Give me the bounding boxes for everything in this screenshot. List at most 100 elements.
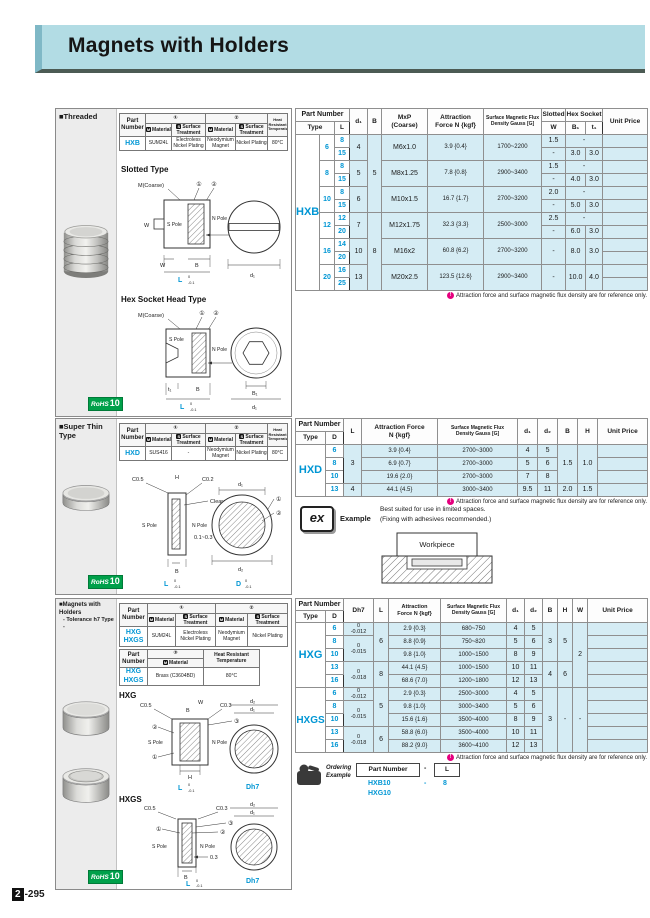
- cell: 13: [349, 264, 369, 291]
- cell: d₁: [506, 598, 526, 623]
- cell: d₂: [537, 418, 559, 445]
- cell: 80°C: [267, 446, 289, 462]
- cell: 2900~3400: [483, 160, 543, 187]
- hxgs-diagram-title: HXGS: [119, 795, 142, 804]
- cell: 2.5: [541, 212, 567, 226]
- cell: 680~750: [440, 621, 508, 637]
- callout-2: ②: [220, 829, 226, 836]
- cell: 14: [333, 238, 351, 252]
- cell: 4: [506, 687, 526, 702]
- hxd-diagram: C0.5 H C0.2 Clearance S Pole N Pole 0.1~…: [132, 475, 282, 589]
- cell: 5: [367, 134, 383, 213]
- cell: Nickel Plating: [235, 446, 269, 462]
- example-icon: ex: [300, 506, 334, 532]
- cell: 6: [557, 661, 574, 689]
- cell: ②: [205, 113, 269, 124]
- cell: t₁: [585, 121, 604, 135]
- cell: ②: [215, 603, 289, 614]
- unit-price-cell: [602, 277, 649, 291]
- cell: 3000~3400: [440, 700, 508, 715]
- part-number-label: HXGS: [295, 687, 326, 754]
- material-icon: M: [163, 659, 169, 665]
- note-text: Attraction force and surface magnetic fl…: [456, 755, 647, 762]
- cell: 5: [537, 444, 559, 458]
- l-tol-0: 0: [174, 579, 176, 583]
- hxgs-photo: [62, 768, 110, 803]
- cell-label: Surface Treatment: [176, 433, 201, 446]
- cell: 19.6 {2.0}: [361, 470, 439, 484]
- t1-dim: t₁: [168, 387, 172, 393]
- cell: 5: [517, 457, 539, 471]
- cell: 13: [324, 661, 345, 676]
- material-icon: M: [146, 436, 152, 442]
- page-title: Magnets with Holders: [68, 34, 290, 57]
- unit-price-cell: [597, 444, 649, 458]
- callout-2: ②: [213, 310, 219, 317]
- d-tol-1: -0.1: [245, 585, 252, 589]
- rohs-number: 10: [109, 576, 120, 586]
- cell: SUM24L: [145, 136, 172, 152]
- cell: 2500~3000: [440, 687, 508, 702]
- cell: D: [324, 610, 345, 623]
- l-tol-1: -0.1: [188, 281, 195, 285]
- cell: 25: [333, 277, 351, 291]
- dim-label: C0.3: [216, 806, 228, 812]
- callout-1: ①: [156, 826, 161, 833]
- w-dim-bottom: W: [160, 263, 166, 269]
- cell: Slotted: [541, 108, 567, 122]
- example-label: Example: [340, 514, 371, 523]
- cell: 10.0: [565, 264, 587, 291]
- d1-dim: d₁: [250, 273, 255, 279]
- l-tol-1: -0.1: [196, 884, 203, 887]
- dh7-dim: Dh7: [246, 878, 259, 885]
- cell: 20: [319, 264, 335, 291]
- ordering-example-dash-1: -: [424, 780, 427, 787]
- cell: Unit Price: [602, 108, 649, 135]
- cell: Part Number: [294, 598, 345, 611]
- cell: -: [572, 687, 589, 754]
- b-dim: B: [175, 569, 179, 575]
- n-pole-label: N Pole: [192, 523, 207, 529]
- cell: Neodymium Magnet: [205, 446, 237, 462]
- surface-icon: S: [239, 434, 245, 439]
- page-number-suffix: -295: [24, 889, 45, 900]
- cell: 2.9 {0.3}: [388, 687, 442, 702]
- callout-1: ①: [152, 754, 157, 761]
- cell: W: [572, 598, 589, 623]
- unit-price-cell: [602, 251, 649, 265]
- section-super-thin-strip: ■Super Thin Type RoHS10: [56, 419, 123, 594]
- cell: 1000~1500: [440, 661, 508, 676]
- surface-icon: S: [255, 614, 261, 619]
- rohs-badge: RoHS10: [88, 575, 123, 589]
- l-tol-0: 0: [196, 879, 198, 883]
- cell: L: [343, 418, 363, 445]
- l-tol-1: -0.1: [188, 789, 195, 793]
- unit-price-cell: [602, 173, 649, 187]
- cell: 15: [333, 173, 351, 187]
- s-pole-label: S Pole: [152, 844, 167, 850]
- cell: 6: [537, 457, 559, 471]
- cell: 5: [373, 687, 390, 728]
- hxg-photo: [62, 701, 110, 736]
- material-icon: M: [208, 126, 214, 132]
- cell: 6: [524, 635, 544, 650]
- cell: 9: [524, 713, 544, 728]
- cell: ①: [144, 113, 207, 124]
- cell: 15: [333, 147, 351, 161]
- cell: 3000~3400: [437, 483, 519, 497]
- cell: Part Number: [119, 649, 148, 668]
- callout-1: ①: [199, 310, 204, 317]
- cell: 4: [517, 444, 539, 458]
- l-dim: L: [178, 277, 183, 284]
- surface-icon: S: [176, 124, 182, 129]
- cell: Neodymium Magnet: [215, 626, 249, 648]
- cell: 12: [506, 739, 526, 754]
- cell: 44.1 {4.5}: [388, 661, 442, 676]
- cell: 6.0: [565, 225, 587, 239]
